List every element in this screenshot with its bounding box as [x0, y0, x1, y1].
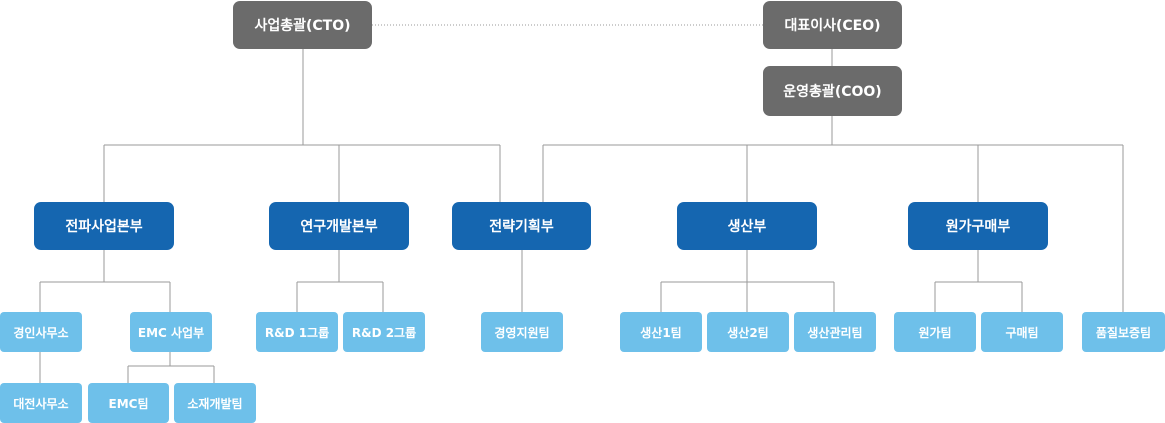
rnd-group2-node: R&D 2그룹 — [343, 312, 425, 352]
electric-division-node: 전파사업본부 — [34, 202, 174, 250]
ceo-node: 대표이사(CEO) — [763, 1, 902, 49]
production1-team-node: 생산1팀 — [620, 312, 702, 352]
purchasing-team-node: 구매팀 — [981, 312, 1063, 352]
rnd-group1-node: R&D 1그룹 — [256, 312, 338, 352]
production-mgmt-team-node: 생산관리팀 — [794, 312, 876, 352]
strategy-division-node: 전략기획부 — [452, 202, 591, 250]
emc-business-node: EMC 사업부 — [130, 312, 212, 352]
production-division-node: 생산부 — [677, 202, 817, 250]
cost-team-node: 원가팀 — [894, 312, 976, 352]
procurement-division-node: 원가구매부 — [908, 202, 1048, 250]
gyeongin-office-node: 경인사무소 — [0, 312, 82, 352]
production2-team-node: 생산2팀 — [707, 312, 789, 352]
daejeon-office-node: 대전사무소 — [0, 383, 82, 423]
management-support-team-node: 경영지원팀 — [481, 312, 563, 352]
emc-team-node: EMC팀 — [88, 383, 169, 423]
quality-assurance-team-node: 품질보증팀 — [1082, 312, 1165, 352]
coo-node: 운영총괄(COO) — [763, 66, 902, 116]
rnd-division-node: 연구개발본부 — [269, 202, 409, 250]
cto-node: 사업총괄(CTO) — [233, 1, 372, 49]
materials-dev-team-node: 소재개발팀 — [174, 383, 256, 423]
